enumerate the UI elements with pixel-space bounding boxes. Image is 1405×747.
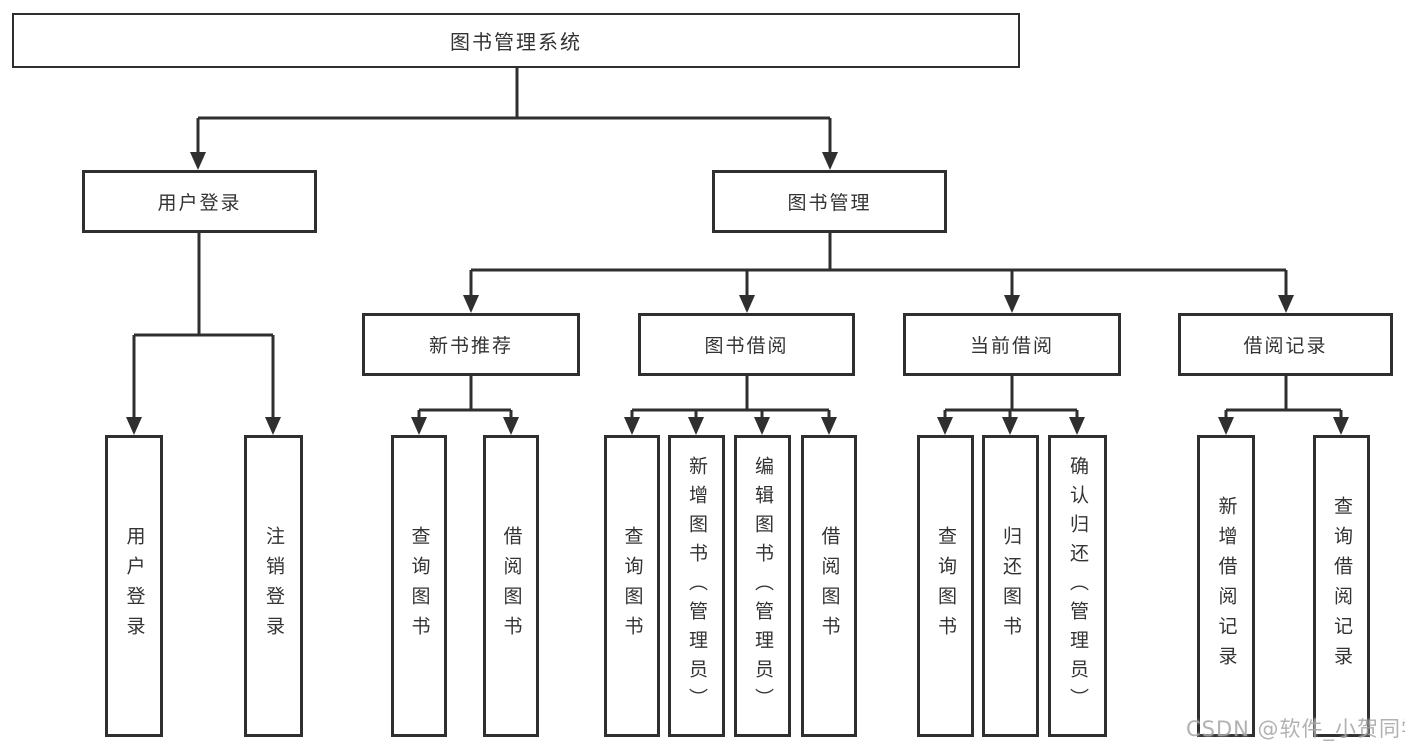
node-new-book-recommend: 新书推荐 xyxy=(362,313,580,376)
node-label: 查询图书 xyxy=(621,526,644,646)
leaf-borrow-book: 借阅图书 xyxy=(801,435,857,737)
node-label: 图书管理 xyxy=(787,192,872,214)
leaf-query-book-current: 查询图书 xyxy=(917,435,974,737)
leaf-query-borrow-record: 查询借阅记录 xyxy=(1313,435,1370,737)
node-user-login: 用户登录 xyxy=(82,170,317,233)
arrowheads xyxy=(126,152,1349,435)
node-borrowing-records: 借阅记录 xyxy=(1178,313,1393,376)
leaf-borrow-book-recommend: 借阅图书 xyxy=(483,435,539,737)
leaf-confirm-return-admin: 确认归还（管理员） xyxy=(1048,435,1107,737)
watermark: CSDN @软件_小贺同学 xyxy=(1186,717,1405,741)
leaf-add-book-admin: 新增图书（管理员） xyxy=(668,435,725,737)
node-label: 新增图书（管理员） xyxy=(685,455,708,717)
node-label: 归还图书 xyxy=(999,526,1022,646)
node-label: 查询图书 xyxy=(408,526,431,646)
node-label: 查询图书 xyxy=(934,526,957,646)
leaf-return-book: 归还图书 xyxy=(982,435,1039,737)
leaf-user-login: 用户登录 xyxy=(105,435,163,737)
node-label: 用户登录 xyxy=(157,192,242,214)
node-current-borrowing: 当前借阅 xyxy=(903,313,1121,376)
leaf-edit-book-admin: 编辑图书（管理员） xyxy=(734,435,791,737)
leaf-query-book-borrowing: 查询图书 xyxy=(604,435,660,737)
node-label: 当前借阅 xyxy=(969,335,1054,357)
node-label: 查询借阅记录 xyxy=(1330,496,1353,676)
node-label: 图书借阅 xyxy=(704,335,789,357)
node-book-borrowing: 图书借阅 xyxy=(638,313,855,376)
node-label: 编辑图书（管理员） xyxy=(751,455,774,717)
node-label: 图书管理系统 xyxy=(450,30,582,54)
leaf-query-book-recommend: 查询图书 xyxy=(391,435,447,737)
node-label: 新书推荐 xyxy=(428,335,513,357)
node-label: 新增借阅记录 xyxy=(1215,496,1238,676)
node-label: 借阅记录 xyxy=(1243,335,1328,357)
node-label: 注销登录 xyxy=(262,526,285,646)
node-book-management: 图书管理 xyxy=(712,170,947,233)
node-label: 借阅图书 xyxy=(500,526,523,646)
node-label: 用户登录 xyxy=(123,526,146,646)
node-label: 借阅图书 xyxy=(818,526,841,646)
leaf-logout: 注销登录 xyxy=(244,435,303,737)
leaf-add-borrow-record: 新增借阅记录 xyxy=(1197,435,1255,737)
node-label: 确认归还（管理员） xyxy=(1066,455,1089,717)
node-library-management-system: 图书管理系统 xyxy=(12,13,1020,68)
